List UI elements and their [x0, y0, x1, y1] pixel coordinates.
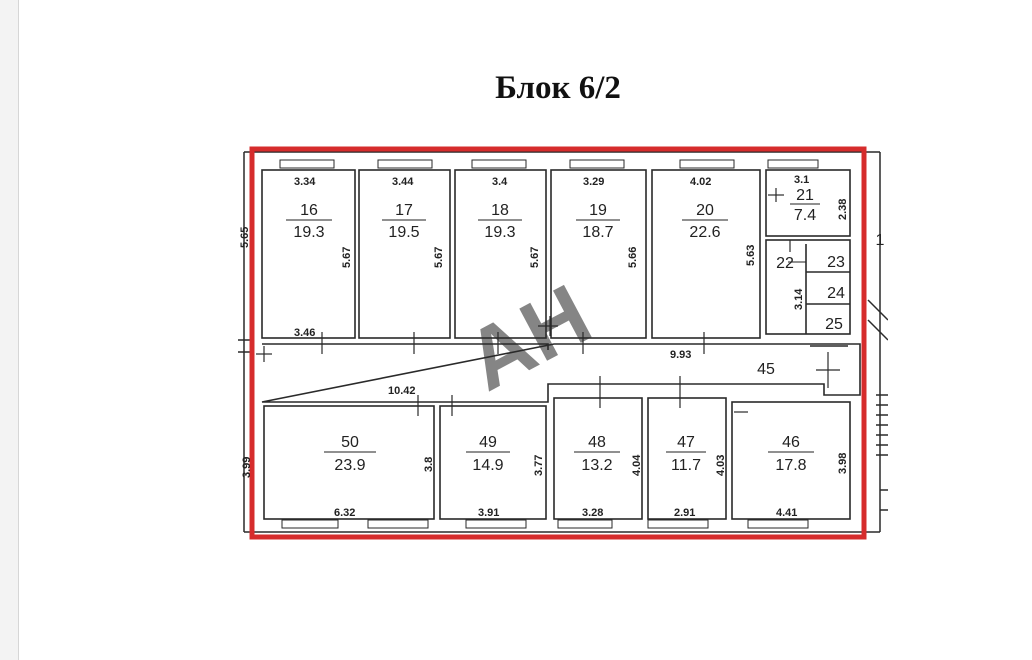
- dim-vert-upper-2: 5.67: [341, 247, 353, 268]
- room-46-number: 46: [782, 434, 800, 451]
- room-22-number: 22: [776, 255, 794, 272]
- room-20-area: 22.6: [689, 224, 720, 241]
- dim-vert-lower-1: 3.99: [241, 457, 253, 478]
- dim-bottom-4: 2.91: [674, 507, 695, 519]
- dim-vert-upper-8: 3.14: [793, 288, 805, 310]
- room-25-number: 25: [825, 316, 843, 333]
- room-47-number: 47: [677, 434, 695, 451]
- door-marks: [256, 188, 840, 416]
- dim-corridor-2: 9.93: [670, 349, 691, 361]
- block-highlight-frame: [249, 146, 867, 540]
- bottom-windows: [281, 519, 809, 529]
- room-16-number: 16: [300, 202, 318, 219]
- room-49-number: 49: [479, 434, 497, 451]
- dim-corridor-1: 3.46: [294, 327, 315, 339]
- room-19-number: 19: [589, 202, 607, 219]
- page-left-edge: [0, 0, 19, 660]
- room-49-area: 14.9: [472, 457, 503, 474]
- dim-bottom-3: 3.28: [582, 507, 603, 519]
- room-18-area: 19.3: [484, 224, 515, 241]
- room-23-number: 23: [827, 254, 845, 271]
- room-48-number: 48: [588, 434, 606, 451]
- lower-room-walls: [263, 397, 851, 520]
- room-20-number: 20: [696, 202, 714, 219]
- top-windows: [279, 159, 819, 169]
- floor-plan: АН: [238, 146, 888, 540]
- room-45-number: 45: [757, 361, 775, 378]
- dimension-labels: 3.34 3.44 3.4 3.29 4.02 3.1 6.32 3.91 3.…: [239, 174, 849, 519]
- room-17-number: 17: [395, 202, 413, 219]
- room-50-area: 23.9: [334, 457, 365, 474]
- dim-top-5: 4.02: [690, 176, 711, 188]
- room-16-area: 19.3: [293, 224, 324, 241]
- dim-vert-lower-3: 3.77: [533, 455, 545, 476]
- dim-top-2: 3.44: [392, 176, 414, 188]
- dim-top-1: 3.34: [294, 176, 316, 188]
- room-18-number: 18: [491, 202, 509, 219]
- room-50-number: 50: [341, 434, 359, 451]
- room-labels: [286, 203, 820, 453]
- room-numbers: 16 19.3 17 19.5 18 19.3 19 18.7 20 22.6 …: [293, 187, 884, 474]
- edge-fragment: 1: [876, 232, 885, 249]
- dim-top-3: 3.4: [492, 176, 508, 188]
- dim-bottom-2: 3.91: [478, 507, 499, 519]
- dim-vert-upper-5: 5.66: [627, 247, 639, 268]
- page-title: Блок 6/2: [495, 70, 621, 106]
- dim-vert-upper-6: 5.63: [745, 245, 757, 266]
- dim-vert-lower-2: 3.8: [423, 457, 435, 472]
- dim-vert-upper-1: 5.65: [239, 227, 251, 248]
- dim-top-4: 3.29: [583, 176, 604, 188]
- dim-vert-upper-7: 2.38: [837, 199, 849, 220]
- room-17-area: 19.5: [388, 224, 419, 241]
- dim-vert-lower-5: 4.03: [715, 455, 727, 476]
- dim-vert-upper-3: 5.67: [433, 247, 445, 268]
- room-24-number: 24: [827, 285, 845, 302]
- dim-bottom-1: 6.32: [334, 507, 355, 519]
- room-48-area: 13.2: [581, 457, 612, 474]
- dim-vert-lower-4: 4.04: [631, 454, 643, 476]
- room-21-area: 7.4: [794, 207, 816, 224]
- room-19-area: 18.7: [582, 224, 613, 241]
- room-47-area: 11.7: [671, 457, 701, 474]
- dim-vert-lower-6: 3.98: [837, 453, 849, 474]
- outer-walls: [238, 151, 888, 533]
- dim-top-6: 3.1: [794, 174, 809, 186]
- upper-room-walls: [261, 169, 861, 403]
- dim-vert-upper-4: 5.67: [529, 247, 541, 268]
- dim-corridor-3: 10.42: [388, 385, 416, 397]
- room-46-area: 17.8: [775, 457, 806, 474]
- room-21-number: 21: [796, 187, 814, 204]
- dim-bottom-5: 4.41: [776, 507, 797, 519]
